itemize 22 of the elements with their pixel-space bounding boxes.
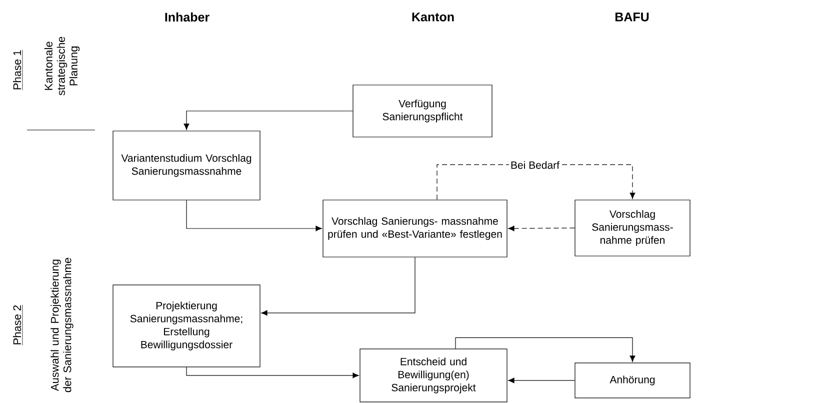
arrow <box>261 256 416 316</box>
arrow <box>184 110 353 130</box>
arrow <box>455 337 636 362</box>
process-box: Vorschlag Sanierungsmass- nahme prüfen <box>574 200 690 256</box>
process-box: Vorschlag Sanierungs- massnahme prüfen und «Best-Variante» festlegen <box>322 200 508 258</box>
process-box: Entscheid und Bewilligung(en) Sanierungsprojekt <box>360 348 508 402</box>
arrow <box>508 378 575 384</box>
process-box: Projektierung Sanierungsmassnahme; Erstellung Bewilligungsdossier <box>112 284 260 368</box>
edge-label: Bei Bedarf <box>509 160 562 170</box>
process-box: Variantenstudium Vorschlag Sanierungsmassnahme <box>112 130 260 200</box>
column-header: Kanton <box>412 12 454 22</box>
process-box: Verfügung Sanierungspflicht <box>352 84 492 138</box>
phase-description: Kantonale strategische Planung <box>44 36 80 96</box>
column-header: Inhaber <box>165 12 210 22</box>
phase-description: Auswahl und Projektierung der Sanierungsmassnahme <box>50 258 74 392</box>
arrow <box>186 366 359 378</box>
process-box: Anhörung <box>574 362 690 398</box>
arrow <box>186 200 322 232</box>
arrow <box>508 226 575 232</box>
column-header: BAFU <box>615 12 649 22</box>
phase-label: Phase 1 <box>12 50 23 90</box>
phase-label: Phase 2 <box>12 304 23 346</box>
